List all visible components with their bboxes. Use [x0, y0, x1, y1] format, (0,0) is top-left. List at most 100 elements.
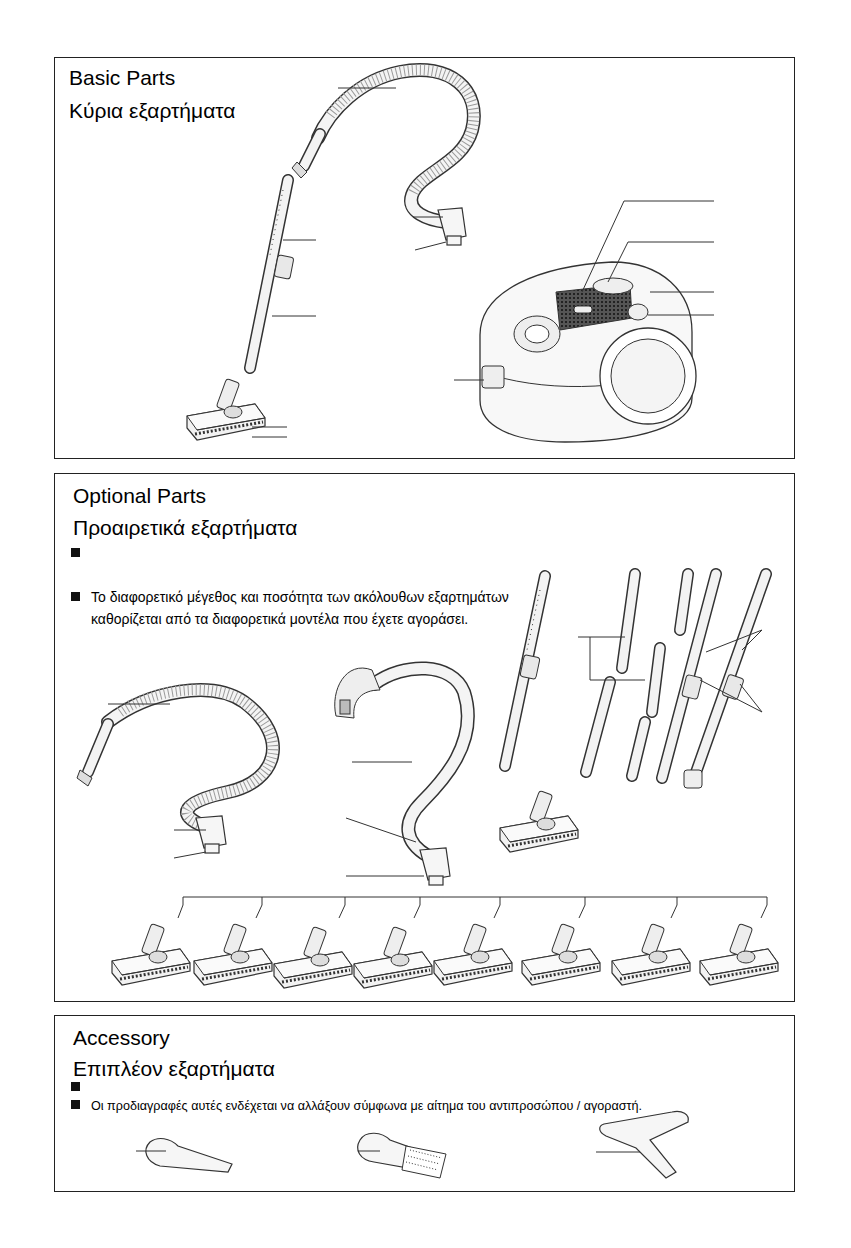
leader-line [352, 762, 412, 763]
nozzle-set [274, 927, 352, 988]
bullet [71, 1082, 80, 1091]
hose [318, 70, 474, 222]
hose [438, 208, 466, 240]
tube [586, 682, 610, 772]
nozzle-set [262, 897, 263, 905]
hose [335, 668, 468, 885]
nozzle-set [178, 905, 183, 918]
nozzle-set [256, 905, 262, 918]
upholstery-tool [596, 1111, 688, 1178]
hose [292, 162, 307, 178]
crevice-tool [146, 1139, 232, 1172]
nozzle-set [612, 924, 690, 985]
crevice-tool [136, 1151, 166, 1152]
leader-line [346, 818, 416, 842]
vacuum-body [480, 262, 696, 442]
hose [88, 724, 108, 772]
leader-line [252, 427, 287, 428]
dusting-brush [406, 1150, 442, 1170]
nozzle-set [183, 897, 184, 905]
hose [292, 70, 474, 245]
leader-line [174, 852, 206, 858]
parts-panel: AccessoryΕπιπλέον εξαρτήματαΟι προδιαγρα… [54, 1015, 795, 1192]
leader-line [700, 680, 762, 712]
tube [527, 590, 540, 650]
hose [335, 668, 380, 718]
tube [684, 770, 702, 788]
leader-line [415, 242, 446, 250]
telescopic-tube [270, 190, 283, 255]
dusting-brush [358, 1151, 380, 1152]
hose [120, 690, 273, 824]
tube [694, 574, 766, 778]
hose [77, 690, 273, 853]
section-heading: Optional Parts [73, 484, 206, 508]
vacuum-body [600, 328, 696, 424]
nozzle-set [494, 905, 500, 918]
section-note: Οι προδιαγραφές αυτές ενδέχεται να αλλάξ… [91, 1095, 791, 1117]
leader-line [454, 380, 484, 381]
leader-line [578, 637, 625, 638]
leader-line [628, 242, 714, 243]
leader-line [740, 684, 762, 712]
leader-line [252, 437, 287, 438]
nozzle-set [700, 924, 778, 985]
nozzle-set [671, 905, 677, 918]
vacuum-body [628, 304, 648, 320]
hose [77, 770, 92, 786]
tube [652, 648, 660, 712]
vacuum-body [611, 339, 685, 413]
leader-line [338, 88, 396, 89]
telescopic-tube [250, 180, 294, 368]
leader-line [413, 217, 443, 218]
tube [622, 574, 635, 668]
nozzle-set [761, 905, 767, 918]
tube [652, 648, 660, 712]
tube [680, 574, 688, 630]
bullet [71, 592, 80, 601]
vacuum-body [482, 366, 504, 388]
nozzle-set [500, 897, 501, 905]
parts-panel: Basic PartsΚύρια εξαρτήματα [54, 57, 795, 459]
leader-line [283, 240, 316, 241]
hose [304, 134, 320, 166]
nozzle-set [767, 897, 768, 905]
nozzle-set [434, 924, 512, 985]
tube [680, 574, 688, 630]
nozzle-set [339, 905, 345, 918]
leader-line [346, 876, 424, 877]
nozzle-set [194, 924, 272, 985]
leader-line [590, 680, 645, 681]
leader-line [272, 316, 316, 317]
tube [632, 722, 645, 776]
leader-line [608, 242, 628, 282]
tube [694, 574, 766, 778]
nozzle-set [522, 924, 600, 985]
leader-line [650, 292, 714, 293]
hose [447, 236, 461, 245]
hose [429, 876, 443, 885]
parts-panel: Optional PartsΠροαιρετικά εξαρτήματαΤο δ… [54, 473, 795, 1002]
tube [520, 655, 540, 680]
tube [632, 722, 645, 776]
leader-line [183, 897, 767, 898]
hose [340, 700, 350, 714]
section-heading: Accessory [73, 1026, 170, 1050]
upholstery-tool [600, 1111, 689, 1178]
hose [318, 70, 474, 222]
leader-line [108, 630, 767, 897]
leader-line [174, 830, 206, 831]
vacuum-body [514, 316, 560, 352]
hose [108, 690, 273, 826]
nozzle-set [414, 905, 420, 918]
floor-nozzle [187, 379, 265, 440]
vacuum-body [574, 306, 592, 313]
bullet [71, 1100, 80, 1109]
hose [330, 70, 474, 195]
hose [88, 724, 108, 772]
section-heading: Κύρια εξαρτήματα [69, 99, 235, 123]
floor-nozzle [500, 791, 578, 852]
nozzle-set [579, 905, 585, 918]
crevice-tool [136, 1139, 232, 1172]
